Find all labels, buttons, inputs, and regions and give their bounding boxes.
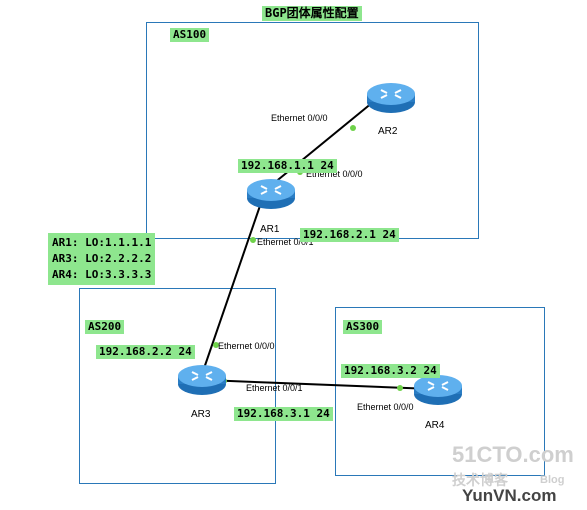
router-name-ar1: AR1 (260, 224, 280, 235)
router-icon[interactable] (245, 176, 297, 212)
interface-label: Ethernet 0/0/0 (271, 113, 328, 123)
interface-label: Ethernet 0/0/1 (257, 237, 314, 247)
link-ar3-ar4 (204, 379, 433, 390)
interface-label: Ethernet 0/0/0 (357, 402, 414, 412)
ip-label: 192.168.2.1 24 (300, 228, 399, 242)
port-dot (397, 385, 403, 391)
router-name-ar4: AR4 (425, 420, 445, 431)
watermark-blog: Blog (540, 474, 565, 486)
interface-label: Ethernet 0/0/1 (246, 383, 303, 393)
as300-label: AS300 (343, 320, 383, 334)
as100-label: AS100 (170, 28, 210, 42)
as300-box (335, 307, 545, 476)
as200-box (79, 288, 276, 484)
loopback-item: AR4: LO:3.3.3.3 (52, 268, 152, 281)
loopback-item: AR3: LO:2.2.2.2 (52, 252, 152, 265)
ip-label: 192.168.2.2 24 (96, 345, 195, 359)
router-icon[interactable] (365, 80, 417, 116)
interface-label: Ethernet 0/0/0 (306, 169, 363, 179)
router-name-ar3: AR3 (191, 409, 211, 420)
interface-label: Ethernet 0/0/0 (218, 341, 275, 351)
port-dot (213, 342, 219, 348)
watermark-51cto: 51CTO.com (452, 442, 574, 467)
port-dot (250, 237, 256, 243)
link-ar1-ar2 (267, 97, 379, 189)
watermark-yunvn: YunVN.com (462, 486, 557, 505)
router-name-ar2: AR2 (378, 126, 398, 137)
loopback-item: AR1: LO:1.1.1.1 (52, 236, 152, 249)
router-icon[interactable] (412, 372, 464, 408)
ip-label: 192.168.3.1 24 (234, 407, 333, 421)
watermark-blog-cn: 技术博客 (452, 472, 508, 488)
as200-label: AS200 (85, 320, 125, 334)
link-ar1-ar3 (199, 199, 263, 381)
loopback-list: AR1: LO:1.1.1.1 AR3: LO:2.2.2.2 AR4: LO:… (48, 233, 156, 285)
port-dot (350, 125, 356, 131)
ip-label: 192.168.3.2 24 (341, 364, 440, 378)
diagram-title: BGP团体属性配置 (262, 6, 362, 21)
ip-label: 192.168.1.1 24 (238, 159, 337, 173)
router-icon[interactable] (176, 362, 228, 398)
